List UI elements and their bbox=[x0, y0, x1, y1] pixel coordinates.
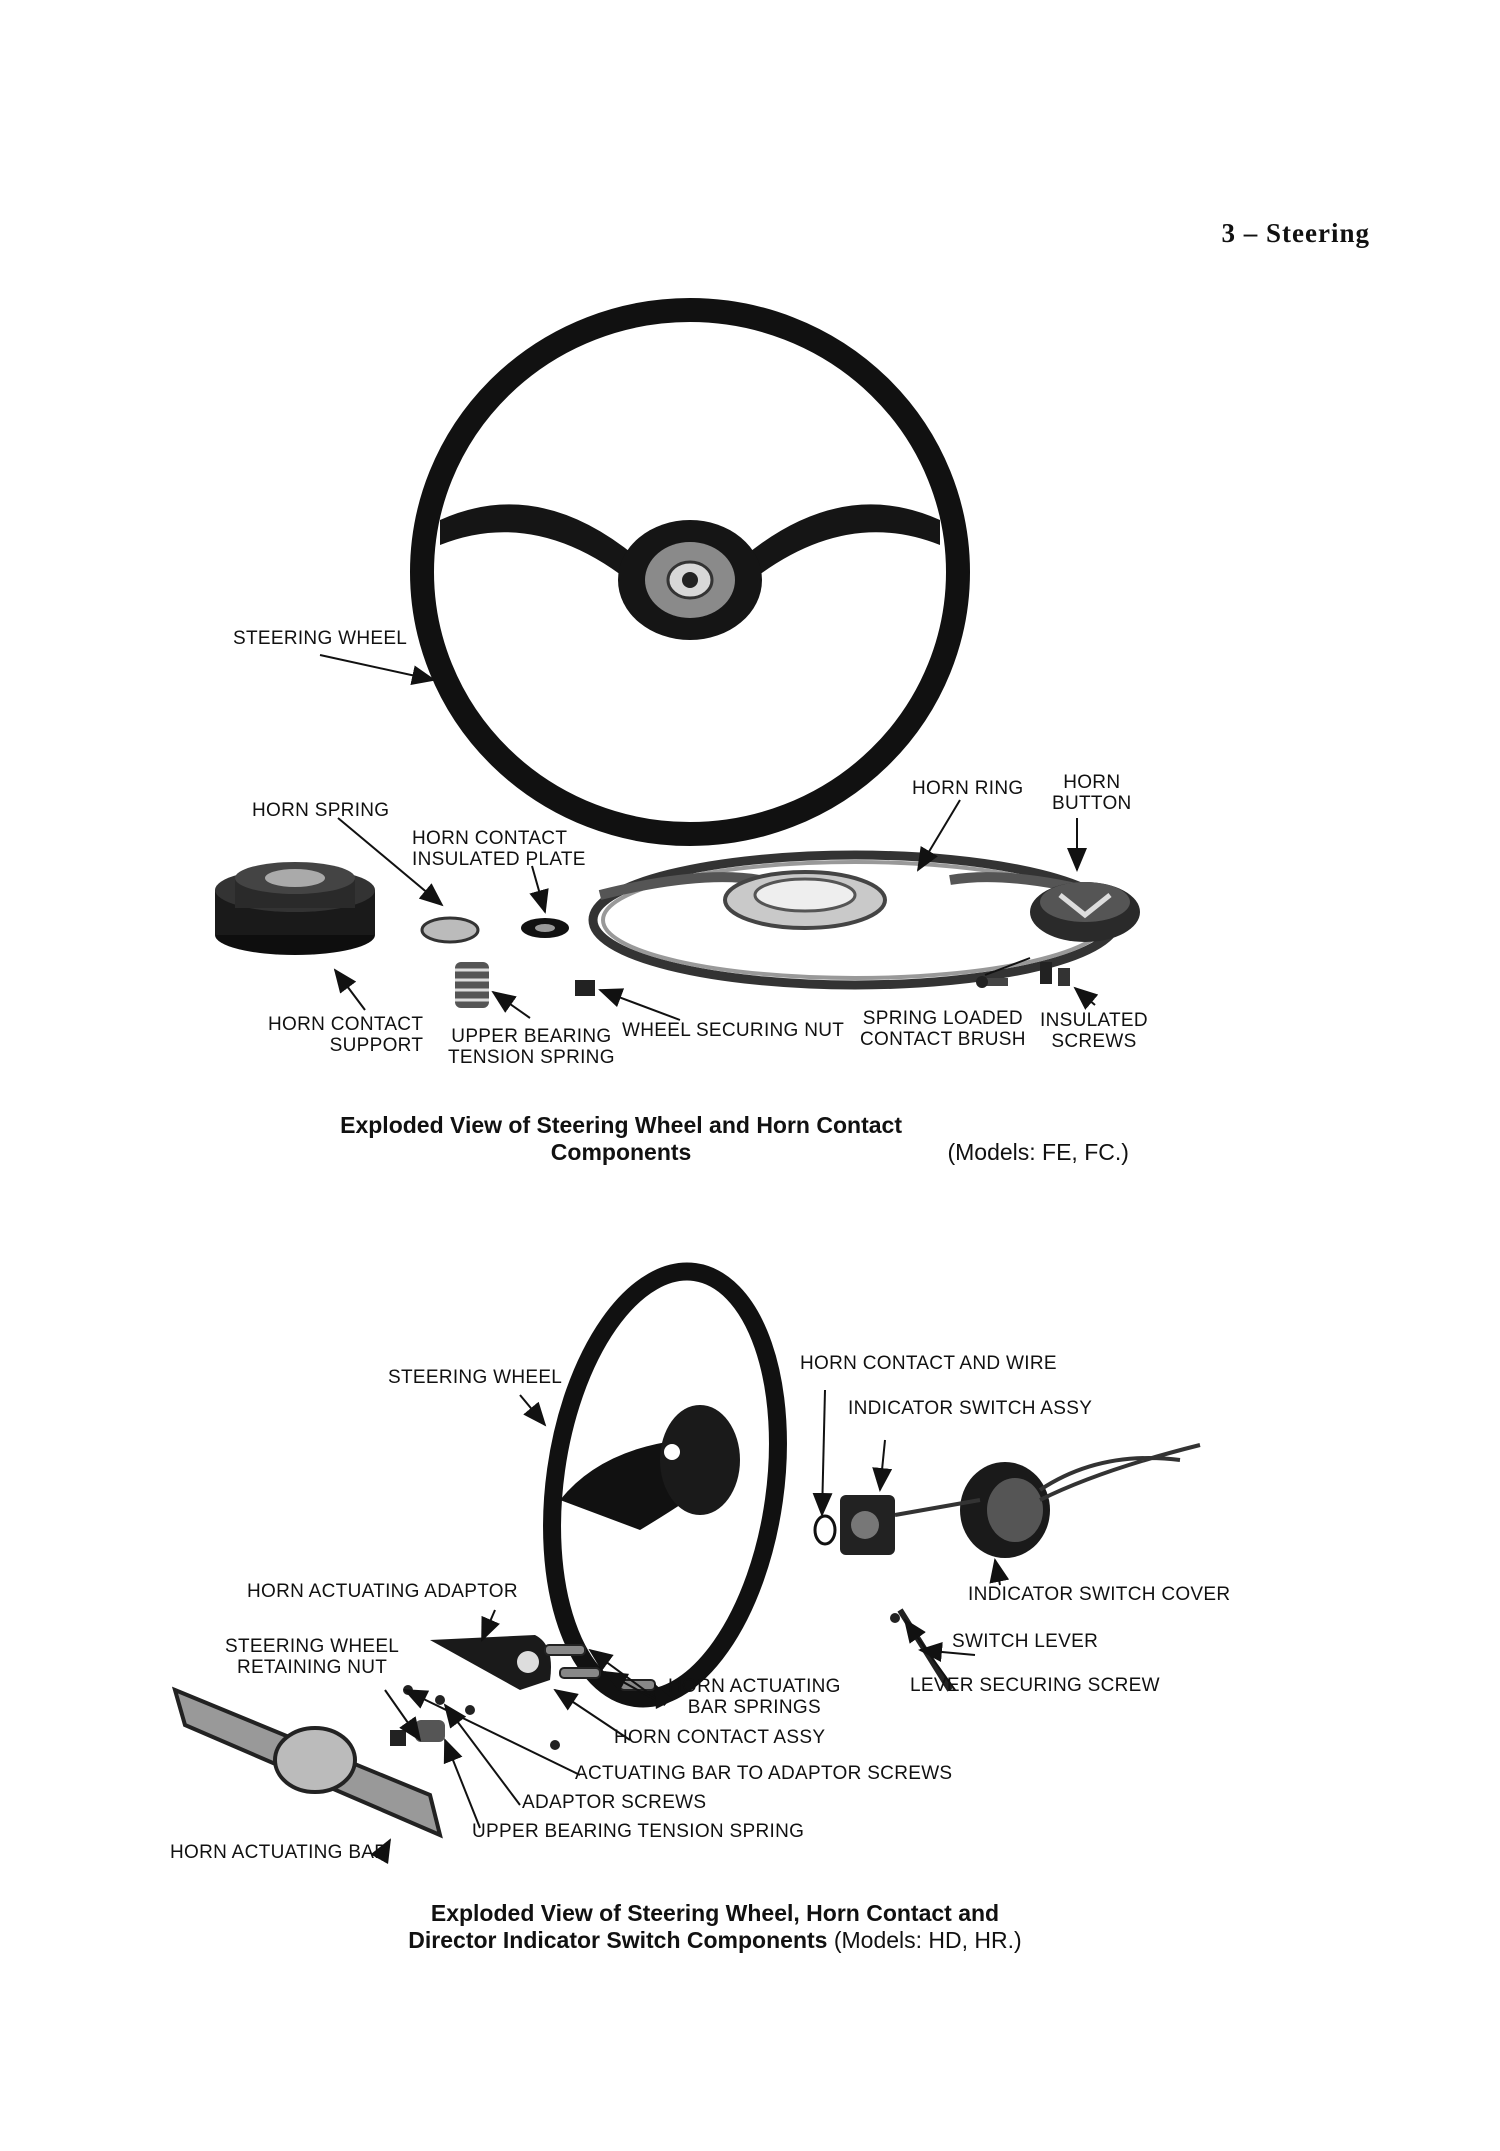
label-steering-wheel: STEERING WHEEL bbox=[233, 628, 408, 649]
figure1-caption: Exploded View of Steering Wheel and Horn… bbox=[0, 1112, 1430, 1166]
figure1-caption-bold: Exploded View of Steering Wheel and Horn… bbox=[340, 1112, 902, 1165]
insulated-screws-illustration bbox=[1040, 962, 1070, 986]
label-steering-wheel-retaining-nut: STEERING WHEEL RETAINING NUT bbox=[225, 1636, 400, 1678]
horn-actuating-bar-illustration bbox=[171, 1686, 443, 1839]
horn-contact-support-illustration bbox=[215, 862, 375, 955]
label-horn-contact-and-wire: HORN CONTACT AND WIRE bbox=[800, 1353, 1057, 1374]
label-spring-loaded-contact-brush: SPRING LOADED CONTACT BRUSH bbox=[860, 1008, 1026, 1050]
horn-actuating-adaptor-illustration bbox=[430, 1635, 551, 1690]
label-adaptor-screws: ADAPTOR SCREWS bbox=[522, 1792, 707, 1813]
label-wheel-securing-nut: WHEEL SECURING NUT bbox=[622, 1020, 845, 1041]
wheel-securing-nut-illustration bbox=[575, 980, 595, 996]
label-horn-contact-assy: HORN CONTACT ASSY bbox=[614, 1727, 826, 1748]
wires-illustration bbox=[894, 1443, 1201, 1517]
figure1-caption-models: (Models: FE, FC.) bbox=[941, 1139, 1129, 1165]
label-horn-spring: HORN SPRING bbox=[252, 800, 390, 821]
horn-spring-illustration bbox=[420, 916, 480, 944]
figure1-illustration bbox=[215, 298, 1140, 1021]
lever-screw-illustration bbox=[890, 1613, 900, 1623]
label-horn-actuating-bar: HORN ACTUATING BAR bbox=[170, 1842, 389, 1863]
figure2-caption: Exploded View of Steering Wheel, Horn Co… bbox=[0, 1900, 1430, 1954]
steering-wheel-illustration bbox=[410, 298, 970, 846]
horn-contact-insulated-plate-illustration bbox=[521, 918, 569, 938]
label-upper-bearing-tension-spring-2: UPPER BEARING TENSION SPRING bbox=[472, 1821, 805, 1842]
figure2-caption-models: (Models: HD, HR.) bbox=[827, 1927, 1022, 1953]
label-indicator-switch-cover: INDICATOR SWITCH COVER bbox=[968, 1584, 1231, 1605]
label-actuating-bar-to-adaptor-screws: ACTUATING BAR TO ADAPTOR SCREWS bbox=[575, 1763, 953, 1784]
steering-wheel-2-illustration bbox=[543, 1262, 787, 1708]
label-horn-ring: HORN RING bbox=[912, 778, 1024, 799]
figure2-caption-line1: Exploded View of Steering Wheel, Horn Co… bbox=[430, 1900, 1000, 1926]
label-2-steering-wheel: STEERING WHEEL bbox=[388, 1367, 563, 1388]
label-insulated-screws: INSULATED SCREWS bbox=[1040, 1010, 1148, 1052]
label-horn-actuating-adaptor: HORN ACTUATING ADAPTOR bbox=[247, 1581, 518, 1602]
figure2-illustration bbox=[171, 1262, 1201, 1865]
indicator-switch-assy-illustration bbox=[813, 1495, 895, 1555]
label-indicator-switch-assy: INDICATOR SWITCH ASSY bbox=[848, 1398, 1093, 1419]
section-header: 3 – Steering bbox=[1221, 218, 1370, 248]
horn-button-illustration bbox=[1030, 882, 1140, 942]
label-lever-securing-screw: LEVER SECURING SCREW bbox=[910, 1675, 1160, 1696]
small-parts-illustration bbox=[390, 1685, 560, 1750]
figure2-caption-line2: Director Indicator Switch Components bbox=[408, 1927, 828, 1953]
label-horn-button: HORN BUTTON bbox=[1052, 772, 1132, 814]
label-horn-actuating-bar-springs: HORN ACTUATING BAR SPRINGS bbox=[668, 1676, 841, 1718]
upper-bearing-tension-spring-illustration bbox=[455, 962, 489, 1008]
label-upper-bearing-tension-spring: UPPER BEARING TENSION SPRING bbox=[448, 1026, 615, 1068]
label-horn-contact-insulated-plate: HORN CONTACT INSULATED PLATE bbox=[412, 828, 586, 870]
contact-brush-illustration bbox=[976, 976, 1008, 988]
indicator-switch-cover-illustration bbox=[960, 1462, 1050, 1558]
label-switch-lever: SWITCH LEVER bbox=[952, 1631, 1099, 1652]
label-horn-contact-support: HORN CONTACT SUPPORT bbox=[268, 1014, 424, 1056]
